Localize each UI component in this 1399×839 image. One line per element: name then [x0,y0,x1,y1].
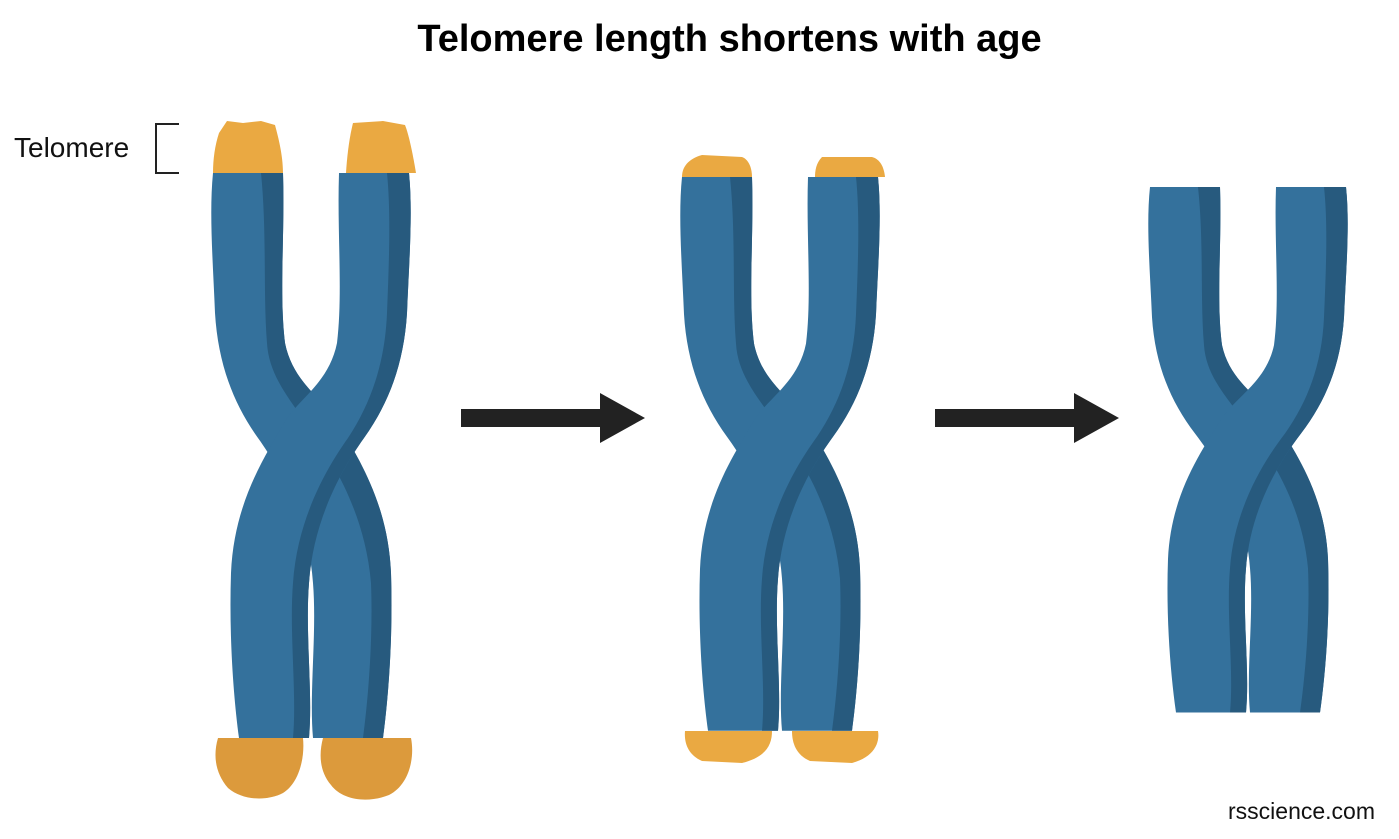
telomere-bracket [155,123,179,174]
arrow-icon [461,393,645,443]
chromosome-middle [680,155,885,763]
source-credit: rsscience.com [1228,798,1375,824]
telomere-top-right [346,121,416,173]
telomere-top-left [682,155,752,177]
telomere-bottom-right [792,731,879,763]
arrow-icon [935,393,1119,443]
telomere-top-left [213,121,283,173]
chromosome-young [211,121,416,800]
chromosome-old [1148,187,1348,713]
telomere-top-right [815,157,885,177]
telomere-bottom-left [215,738,304,799]
telomere-bottom-right [320,738,413,800]
telomere-label: Telomere [14,132,130,163]
diagram-title: Telomere length shortens with age [417,18,1042,60]
telomere-bottom-left [684,731,772,763]
